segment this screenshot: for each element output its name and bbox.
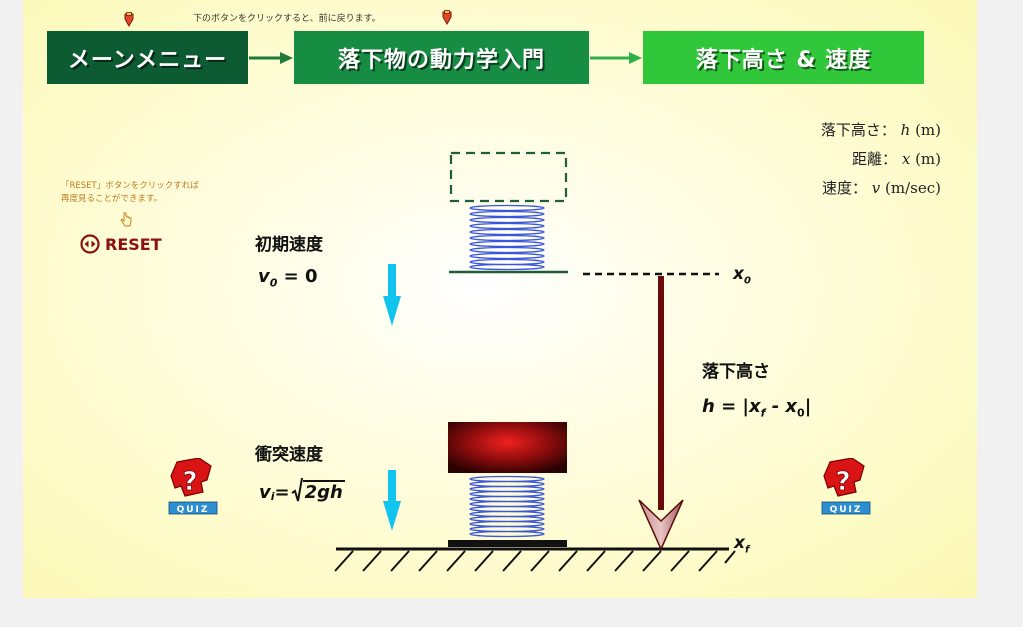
legend-distance-unit: (m)	[915, 150, 941, 168]
sqrt-sign	[291, 477, 303, 502]
initial-block-outline	[449, 151, 568, 203]
svg-text:?: ?	[835, 467, 850, 497]
legend-distance-label: 距離：	[852, 150, 898, 168]
marker-x0-sub: 0	[743, 275, 751, 287]
drop-end: |	[804, 396, 812, 417]
arrow-right-icon	[590, 52, 642, 64]
quiz-label: QUIZ	[830, 505, 863, 515]
drop-height-formula: h = |xf - x0|	[702, 396, 811, 420]
quiz-label: QUIZ	[177, 505, 210, 515]
top-spring	[469, 204, 545, 271]
legend-speed: 速度： v (m/sec)	[821, 174, 941, 203]
svg-text:?: ?	[182, 467, 197, 497]
legend-speed-label: 速度：	[821, 179, 867, 197]
impact-sub: i	[270, 490, 275, 503]
drop-sub-0: 0	[797, 406, 805, 420]
impact-base-plate	[448, 540, 567, 547]
pointer-icon	[120, 212, 132, 227]
drop-mid: - x	[765, 396, 798, 417]
quiz-icon[interactable]: ? QUIZ	[820, 458, 872, 516]
marker-xf: xf	[734, 533, 749, 555]
legend-height-var: h	[900, 121, 911, 139]
legend-height-label: 落下高さ：	[820, 121, 896, 139]
marker-xf-var: x	[734, 533, 745, 553]
initial-rhs: = 0	[277, 266, 318, 287]
arrow-right-icon	[249, 52, 293, 64]
reset-icon	[80, 234, 100, 254]
initial-velocity-formula: v0 = 0	[258, 266, 318, 290]
impact-eq: =	[274, 482, 290, 503]
reset-hint-line2: 再度見ることができます。	[61, 194, 163, 204]
reset-button[interactable]: RESET	[80, 234, 162, 254]
legend-distance: 距離： x (m)	[821, 145, 941, 174]
variable-legend: 落下高さ： h (m) 距離： x (m) 速度： v (m/sec)	[821, 116, 941, 203]
initial-var: v	[258, 266, 270, 287]
legend-height: 落下高さ： h (m)	[821, 116, 941, 145]
legend-speed-var: v	[871, 179, 881, 197]
falling-object-diagram	[334, 151, 736, 572]
reset-hint: 「RESET」ボタンをクリックすれば 再度見ることができます。	[61, 180, 221, 206]
impact-velocity-arrow	[383, 470, 401, 531]
drop-lhs: h = |x	[702, 396, 761, 417]
marker-x0-var: x	[733, 264, 744, 284]
ground	[334, 547, 736, 572]
initial-velocity-arrow	[383, 264, 401, 326]
bottom-spring	[469, 475, 545, 538]
intro-button[interactable]: 落下物の動力学入門	[294, 31, 589, 84]
initial-sub: 0	[269, 276, 278, 290]
falling-block	[448, 422, 567, 473]
current-page-button[interactable]: 落下高さ & 速度	[643, 31, 924, 84]
legend-height-unit: (m)	[915, 121, 941, 139]
drop-height-title: 落下高さ	[702, 362, 770, 382]
drop-height-arrow	[638, 276, 684, 551]
initial-velocity-title: 初期速度	[255, 235, 323, 255]
mouse-icon	[442, 10, 452, 26]
reset-hint-line1: 「RESET」ボタンをクリックすれば	[61, 181, 199, 191]
marker-xf-sub: f	[744, 544, 750, 556]
legend-speed-unit: (m/sec)	[885, 179, 941, 197]
top-hint: 下のボタンをクリックすると、前に戻ります。	[193, 14, 381, 24]
impact-velocity-title: 衝突速度	[255, 445, 323, 465]
impact-var: v	[259, 482, 271, 503]
legend-distance-var: x	[901, 150, 911, 168]
main-stage: 下のボタンをクリックすると、前に戻ります。 メーンメニュー 落下物の動力学入門 …	[23, 0, 977, 598]
marker-x0: x0	[733, 264, 751, 286]
main-menu-button[interactable]: メーンメニュー	[47, 31, 248, 84]
reset-label: RESET	[105, 234, 162, 254]
quiz-icon[interactable]: ? QUIZ	[167, 458, 219, 516]
impact-radicand: 2gh	[302, 480, 345, 503]
mouse-icon	[124, 12, 134, 28]
drop-sub-f: f	[760, 406, 766, 420]
